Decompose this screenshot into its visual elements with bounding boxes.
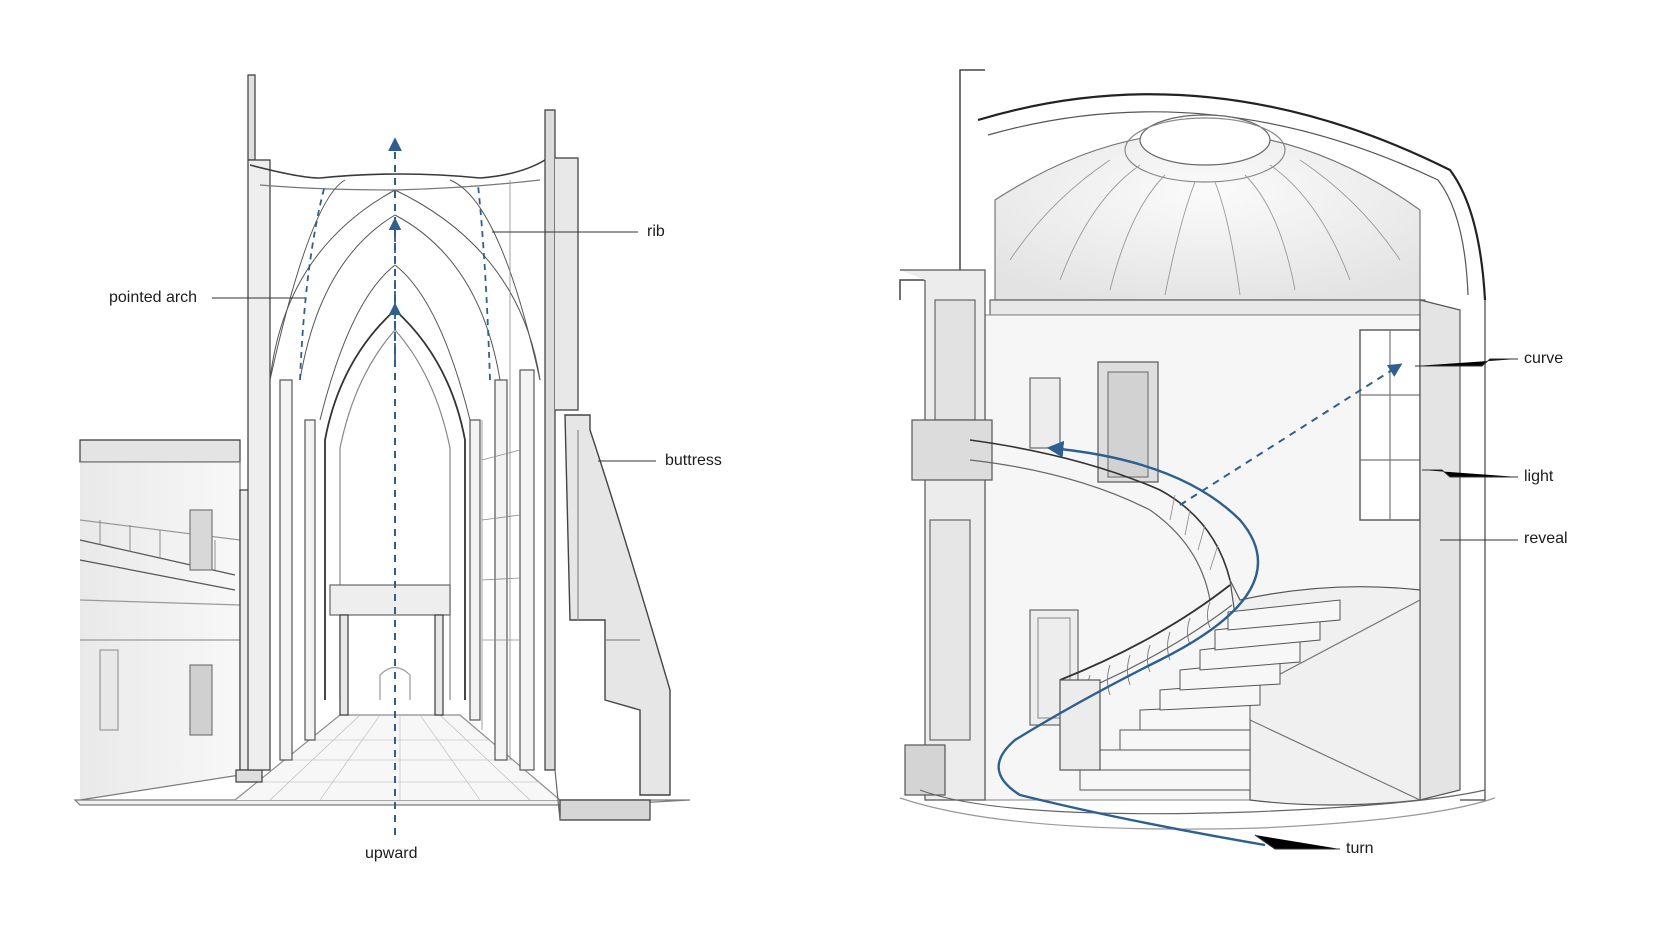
label-curve: curve: [1524, 350, 1564, 367]
curve-arrow: [1179, 363, 1403, 506]
label-rib: rib: [647, 223, 665, 240]
turn-path: [997, 440, 1266, 847]
rotunda-stair-drawing: [899, 69, 1496, 830]
right-leader-lines: [1254, 358, 1518, 850]
label-reveal: reveal: [1524, 530, 1568, 547]
left-leader-lines: [212, 231, 656, 462]
label-buttress: buttress: [665, 452, 722, 469]
label-turn: turn: [1346, 840, 1374, 857]
label-pointed-arch: pointed arch: [109, 289, 198, 306]
rib-trace-lines: [299, 184, 491, 381]
label-upward: upward: [365, 845, 418, 862]
gothic-nave-drawing: [73, 74, 691, 821]
label-light: light: [1524, 468, 1554, 485]
